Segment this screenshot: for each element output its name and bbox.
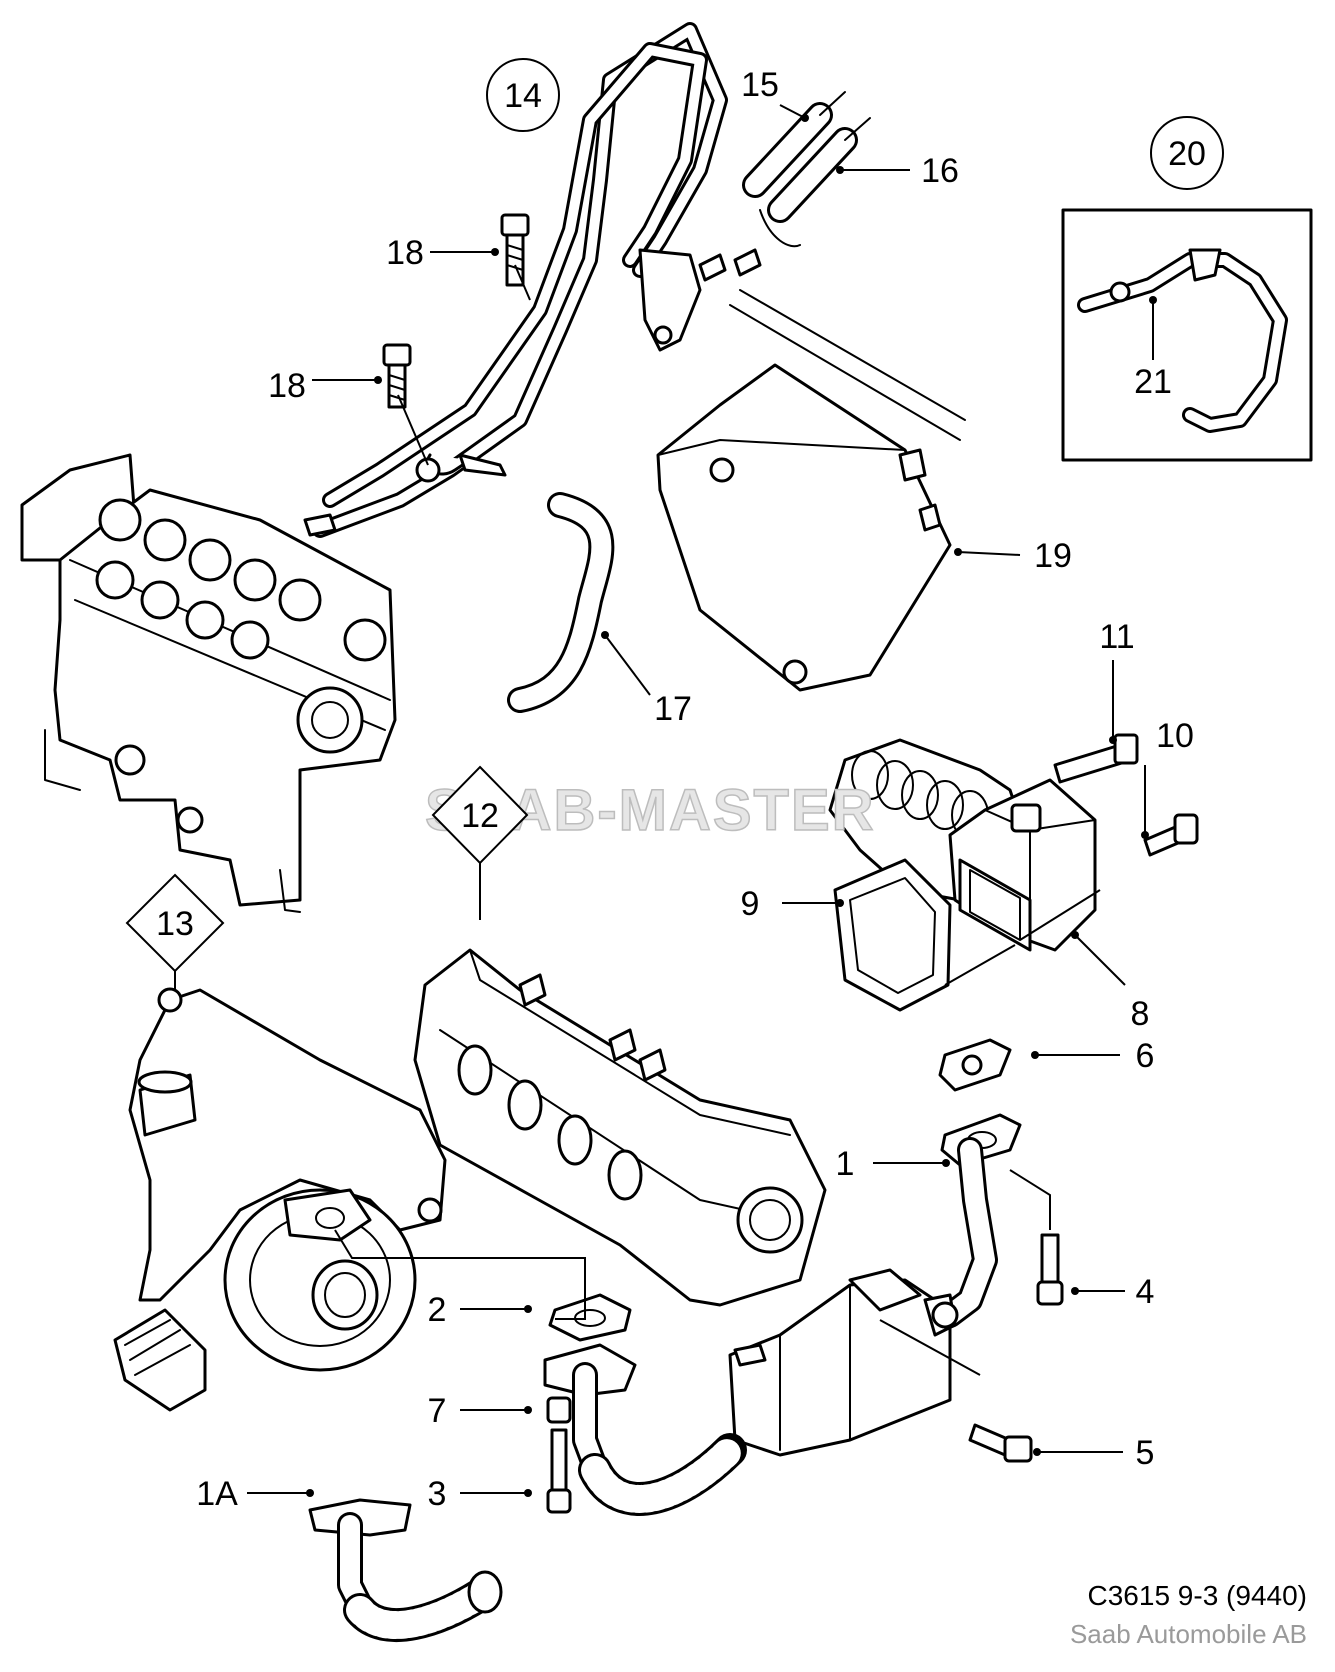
callout-18-lower: 18 bbox=[268, 367, 306, 405]
coolant-hose-17 bbox=[507, 492, 615, 713]
callout-17: 17 bbox=[654, 690, 692, 728]
callout-7: 7 bbox=[428, 1392, 447, 1430]
bolt-18-lower bbox=[382, 343, 412, 409]
callout-6: 6 bbox=[1136, 1037, 1155, 1075]
bolt-3 bbox=[546, 1428, 572, 1514]
callout-9: 9 bbox=[741, 885, 760, 923]
callout-12-diamond bbox=[431, 765, 529, 865]
egr-pipe-1 bbox=[937, 1113, 1022, 1328]
leader-lines bbox=[174, 104, 1157, 1497]
callout-5: 5 bbox=[1136, 1434, 1155, 1472]
callout-11: 11 bbox=[1099, 618, 1134, 656]
callout-8: 8 bbox=[1131, 995, 1150, 1033]
bolt-11 bbox=[1053, 733, 1139, 784]
intake-ports bbox=[457, 1044, 643, 1201]
egr-pipe-1A bbox=[308, 1498, 503, 1642]
gasket-2 bbox=[548, 1293, 632, 1342]
callout-labels: 1 1A 2 3 4 5 6 7 8 9 10 11 12 13 14 15 1… bbox=[156, 66, 1206, 1513]
egr-valve-8 bbox=[828, 738, 1097, 952]
oil-pipe-assembly-14 bbox=[303, 22, 728, 538]
callout-12: 12 bbox=[461, 797, 499, 835]
callout-20-circle bbox=[1150, 116, 1224, 190]
nut-7 bbox=[546, 1396, 572, 1424]
gasket-6 bbox=[938, 1038, 1012, 1092]
intake-manifold-12 bbox=[413, 948, 827, 1307]
callout-20: 20 bbox=[1168, 135, 1206, 173]
callout-16: 16 bbox=[921, 152, 959, 190]
callout-14-circle bbox=[486, 58, 560, 132]
callout-1: 1 bbox=[836, 1145, 855, 1183]
bolt-18-upper bbox=[500, 213, 530, 287]
callout-10: 10 bbox=[1156, 717, 1194, 755]
heat-shield-19 bbox=[656, 289, 966, 692]
callout-18-upper: 18 bbox=[386, 234, 424, 272]
diagram-reference-code: C3615 9-3 (9440) bbox=[1087, 1580, 1307, 1611]
hose-sleeve-15-16 bbox=[698, 91, 871, 282]
callout-19: 19 bbox=[1034, 537, 1072, 575]
callout-4: 4 bbox=[1136, 1273, 1155, 1311]
cooler-pipe-with-bellows bbox=[543, 1343, 747, 1516]
callout-1A: 1A bbox=[196, 1475, 238, 1513]
callout-13-diamond bbox=[125, 873, 225, 973]
egr-cooler bbox=[728, 1268, 959, 1457]
camshaft-lobes bbox=[95, 498, 322, 660]
callout-14: 14 bbox=[504, 77, 542, 115]
kit-box-20 bbox=[1061, 208, 1313, 462]
engine-cylinder-head bbox=[20, 453, 397, 913]
callout-15: 15 bbox=[741, 66, 779, 104]
gasket-9 bbox=[833, 858, 952, 1012]
exhaust-manifold-turbo-13 bbox=[113, 987, 447, 1412]
bolt-5 bbox=[968, 1423, 1033, 1463]
callout-21: 21 bbox=[1134, 363, 1172, 401]
callout-3: 3 bbox=[428, 1475, 447, 1513]
bolt-4 bbox=[1036, 1233, 1064, 1306]
copyright-notice: Saab Automobile AB bbox=[1069, 1619, 1307, 1649]
callout-13: 13 bbox=[156, 905, 194, 943]
bolt-10 bbox=[1143, 813, 1199, 857]
callout-2: 2 bbox=[428, 1291, 447, 1329]
